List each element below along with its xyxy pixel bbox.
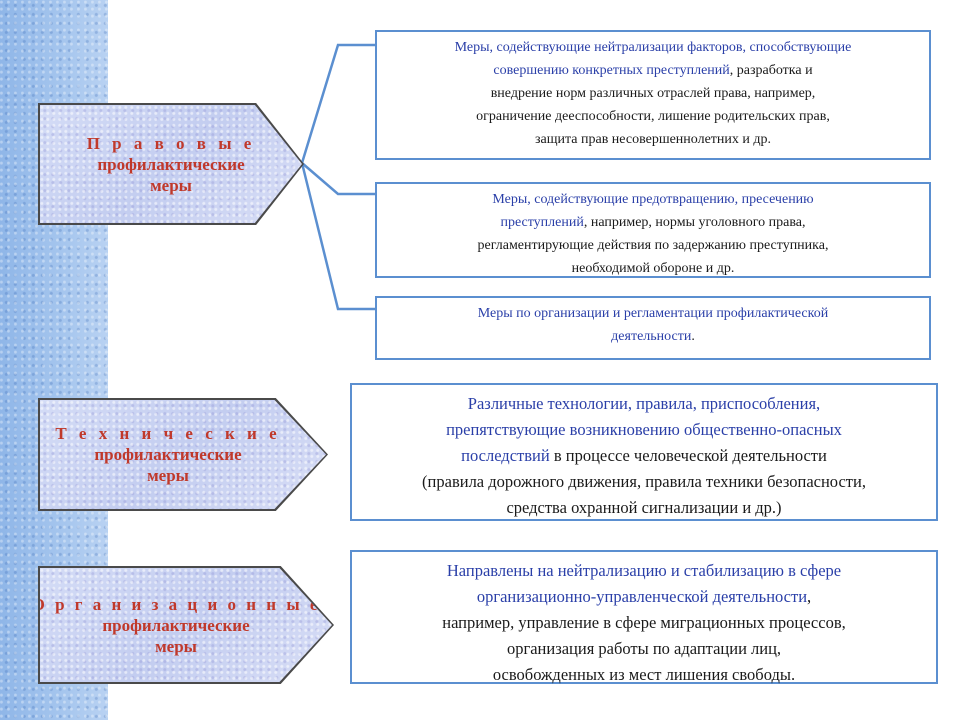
box-line: совершению конкретных преступлений, разр… bbox=[377, 59, 929, 82]
label-line-3: меры bbox=[155, 636, 197, 656]
connector-middle bbox=[301, 162, 376, 196]
box-line: деятельности. bbox=[377, 325, 929, 348]
box-line: защита прав несовершеннолетних и др. bbox=[534, 132, 772, 147]
technical-measures-label: Т е х н и ч е с к и е профилактические м… bbox=[38, 398, 328, 511]
legal-measures-label: П р а в о в ы е профилактические меры bbox=[38, 103, 304, 225]
box-line: Различные технологии, правила, приспособ… bbox=[467, 394, 821, 413]
box-line: необходимой обороне и др. bbox=[571, 261, 735, 276]
label-line-3: меры bbox=[147, 466, 189, 485]
box-line: препятствующие возникновению общественно… bbox=[446, 420, 842, 439]
label-line-2: профилактические bbox=[102, 615, 250, 635]
label-line-2: профилактические bbox=[94, 445, 242, 464]
box-line-rest: . bbox=[691, 329, 695, 344]
box-line: организационно-управленческой деятельнос… bbox=[352, 584, 936, 610]
box-line: Направлены на нейтрализацию и стабилизац… bbox=[446, 561, 842, 580]
box-line: ограничение дееспособности, лишение роди… bbox=[476, 109, 830, 124]
box-line-highlight: деятельности bbox=[611, 329, 692, 344]
legal-box-organization: Меры по организации и регламентации проф… bbox=[375, 296, 931, 360]
legal-box-neutralization: Меры, содействующие нейтрализации фактор… bbox=[375, 30, 931, 160]
legal-box-prevention: Меры, содействующие предотвращению, прес… bbox=[375, 182, 931, 278]
label-line-2: профилактические bbox=[97, 154, 245, 174]
box-line: последствий в процессе человеческой деят… bbox=[352, 443, 936, 469]
box-line: освобожденных из мест лишения свободы. bbox=[492, 665, 796, 684]
box-line: Меры, содействующие нейтрализации фактор… bbox=[454, 40, 852, 55]
technical-box: Различные технологии, правила, приспособ… bbox=[350, 383, 938, 521]
box-line-rest: , разработка и bbox=[729, 63, 813, 78]
box-line: средства охранной сигнализации и др.) bbox=[506, 498, 782, 517]
box-line-highlight: преступлений bbox=[500, 215, 584, 230]
box-line-highlight: последствий bbox=[461, 446, 550, 465]
box-line-highlight: совершению конкретных преступлений bbox=[493, 63, 730, 78]
label-line-1: Т е х н и ч е с к и е bbox=[55, 424, 281, 443]
box-line: (правила дорожного движения, правила тех… bbox=[422, 472, 866, 491]
box-line-rest: , bbox=[807, 587, 812, 606]
connector-top bbox=[300, 43, 376, 164]
box-line-rest: , например, нормы уголовного права, bbox=[583, 215, 806, 230]
box-line-highlight: организационно-управленческой деятельнос… bbox=[476, 587, 808, 606]
box-line: регламентирующие действия по задержанию … bbox=[477, 238, 829, 253]
box-line: внедрение норм различных отраслей права,… bbox=[490, 86, 816, 101]
box-line: Меры по организации и регламентации проф… bbox=[477, 306, 829, 321]
box-line: организация работы по адаптации лиц, bbox=[506, 639, 782, 658]
label-line-3: меры bbox=[150, 175, 192, 195]
box-line: Меры, содействующие предотвращению, прес… bbox=[492, 192, 814, 207]
box-line-rest: в процессе человеческой деятельности bbox=[549, 446, 827, 465]
organizational-measures-label: О р г а н и з а ц и о н н ы е профилакти… bbox=[38, 566, 334, 684]
connector-bottom bbox=[300, 162, 376, 311]
label-line-1: О р г а н и з а ц и о н н ы е bbox=[31, 594, 321, 614]
box-line: преступлений, например, нормы уголовного… bbox=[377, 211, 929, 234]
label-line-1: П р а в о в ы е bbox=[86, 133, 256, 153]
organizational-box: Направлены на нейтрализацию и стабилизац… bbox=[350, 550, 938, 684]
box-line: например, управление в сфере миграционны… bbox=[442, 613, 846, 632]
